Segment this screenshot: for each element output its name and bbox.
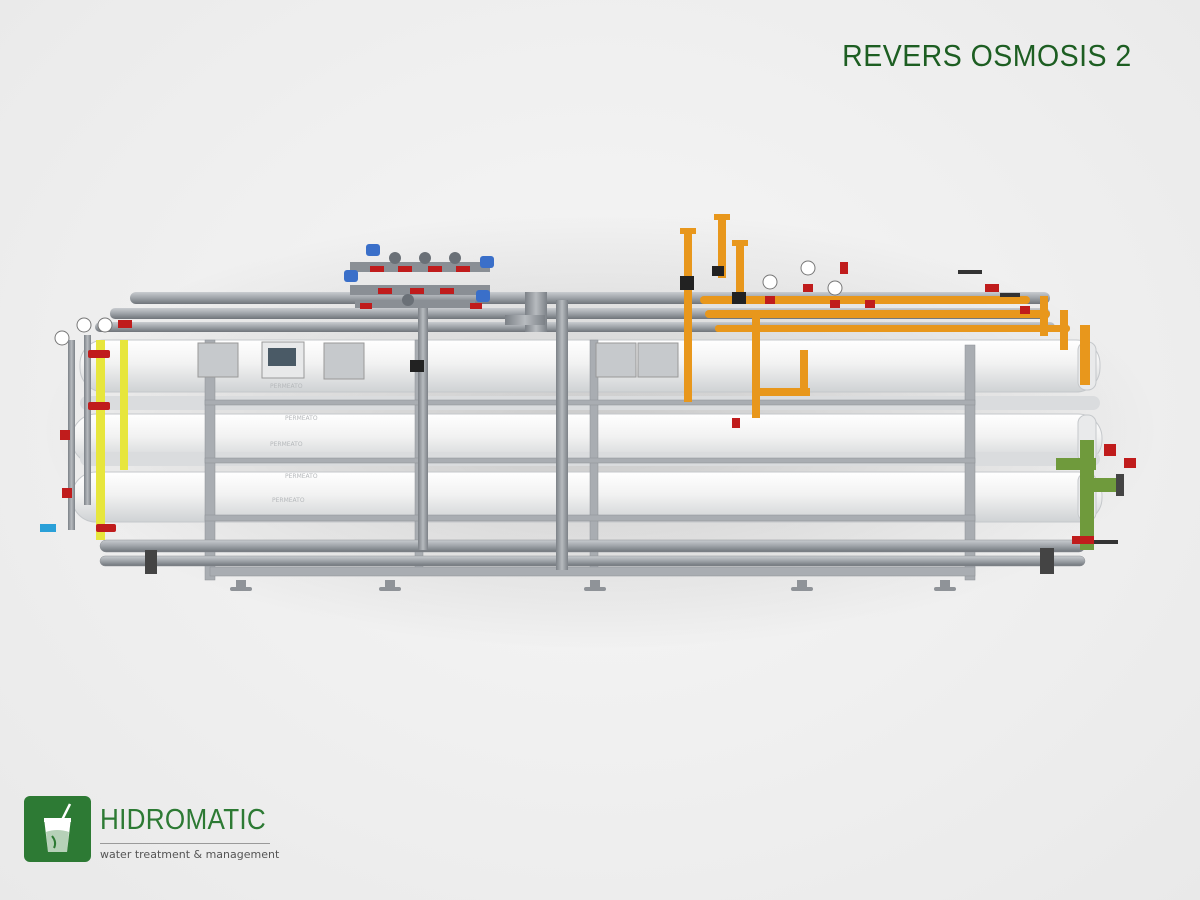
permeate-label: PERMEATO bbox=[285, 415, 318, 422]
left-risers bbox=[40, 320, 132, 540]
permeate-label: PERMEATO bbox=[270, 441, 303, 448]
sample-tap bbox=[40, 524, 56, 532]
right-green-riser bbox=[145, 440, 1136, 574]
valve-manifold bbox=[344, 244, 494, 309]
brand-divider bbox=[100, 843, 270, 844]
skid-feet bbox=[230, 580, 956, 591]
brand-tagline: water treatment & management bbox=[100, 848, 280, 861]
control-panels bbox=[197, 341, 679, 380]
pressure-gauges bbox=[54, 260, 1030, 428]
page-title: REVERS OSMOSIS 2 bbox=[842, 38, 1132, 73]
permeate-label: PERMEATO bbox=[285, 473, 318, 480]
vertical-pipes bbox=[418, 292, 568, 570]
brand-name: HIDROMATIC bbox=[100, 804, 267, 836]
handle-valves bbox=[958, 270, 1118, 544]
water-glass-icon bbox=[24, 796, 91, 862]
permeate-label: PERMEATO bbox=[270, 383, 303, 390]
permeate-label: PERMEATO bbox=[272, 497, 305, 504]
brand-logo: HIDROMATIC water treatment & management bbox=[24, 796, 284, 866]
skid-frame bbox=[99, 339, 1086, 581]
